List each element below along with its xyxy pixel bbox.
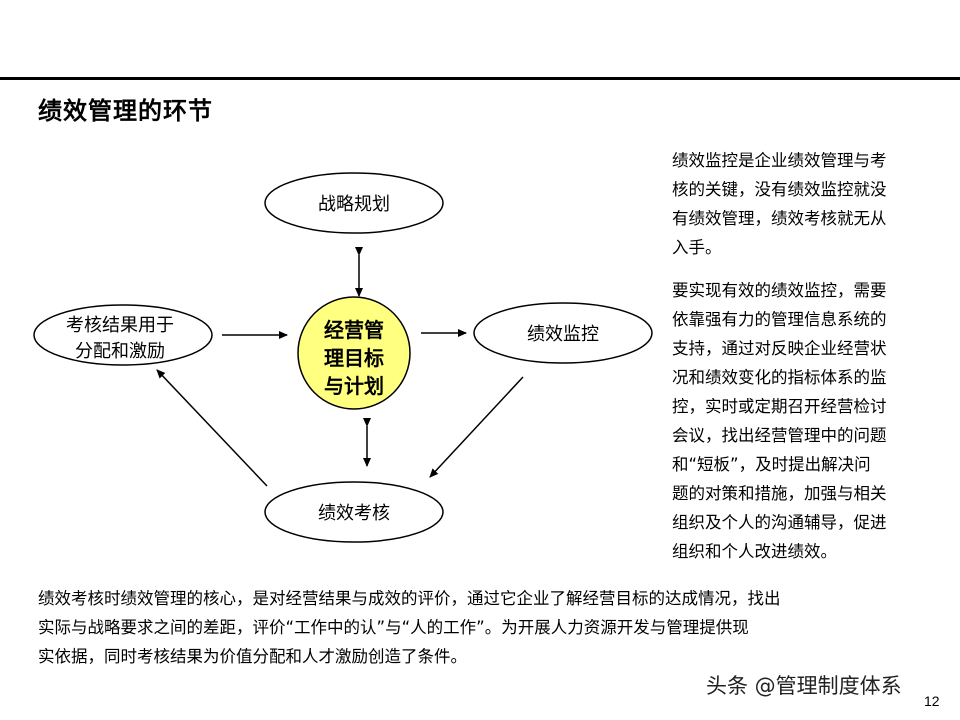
top-rule [0, 77, 960, 80]
apply-label-line-1: 考核结果用于 [66, 315, 174, 336]
side-line: 绩效监控是企业绩效管理与考 [672, 151, 887, 170]
arrow-monitor-to-assess [429, 376, 524, 478]
assess-node [264, 481, 444, 543]
side-line: 控，实时或定期召开经营检讨 [672, 397, 887, 416]
center-label-line-3: 与计划 [324, 374, 384, 398]
strategy-label: 战略规划 [318, 194, 390, 215]
center-node [297, 296, 411, 410]
side-line: 组织和个人改进绩效。 [672, 542, 837, 561]
center-label-line-1: 经营管 [324, 318, 384, 342]
side-line: 组织及个人的沟通辅导，促进 [672, 513, 887, 532]
apply-label-line-2: 分配和激励 [75, 341, 165, 362]
bottom-line: 实依据，同时考核结果为价值分配和人才激励创造了条件。 [38, 647, 467, 666]
watermark: 头条 @管理制度体系 [706, 674, 902, 698]
strategy-node [264, 172, 444, 234]
side-line: 入手。 [672, 238, 722, 257]
side-paragraph-monitor-how: 要实现有效的绩效监控，需要 依靠强有力的管理信息系统的 支持，通过对反映企业经营… [672, 276, 922, 566]
side-line: 依靠强有力的管理信息系统的 [672, 310, 887, 329]
side-line: 要实现有效的绩效监控，需要 [672, 281, 887, 300]
monitor-node [473, 302, 653, 364]
page-number: 12 [924, 693, 940, 709]
side-line: 支持，通过对反映企业经营状 [672, 339, 887, 358]
side-line: 会议，找出经营管理中的问题 [672, 426, 887, 445]
bottom-line: 实际与战略要求之间的差距，评价“工作中的认”与“人的工作”。为开展人力资源开发与… [38, 618, 749, 637]
page-title: 绩效管理的环节 [38, 96, 213, 125]
arrow-assess-to-apply [156, 369, 268, 487]
center-label-line-2: 理目标 [324, 346, 384, 370]
apply-node [33, 304, 213, 366]
bottom-paragraph: 绩效考核时绩效管理的核心，是对经营结果与成效的评价，通过它企业了解经营目标的达成… [38, 584, 918, 671]
side-line: 和“短板”，及时提出解决问 [672, 455, 871, 474]
side-line: 核的关键，没有绩效监控就没 [672, 180, 887, 199]
assess-label: 绩效考核 [318, 503, 390, 524]
bottom-line: 绩效考核时绩效管理的核心，是对经营结果与成效的评价，通过它企业了解经营目标的达成… [38, 589, 781, 608]
side-line: 题的对策和措施，加强与相关 [672, 484, 887, 503]
side-paragraph-monitor-key: 绩效监控是企业绩效管理与考 核的关键，没有绩效监控就没 有绩效管理，绩效考核就无… [672, 146, 922, 262]
monitor-label: 绩效监控 [527, 324, 599, 345]
side-line: 况和绩效变化的指标体系的监 [672, 368, 887, 387]
side-line: 有绩效管理，绩效考核就无从 [672, 209, 887, 228]
